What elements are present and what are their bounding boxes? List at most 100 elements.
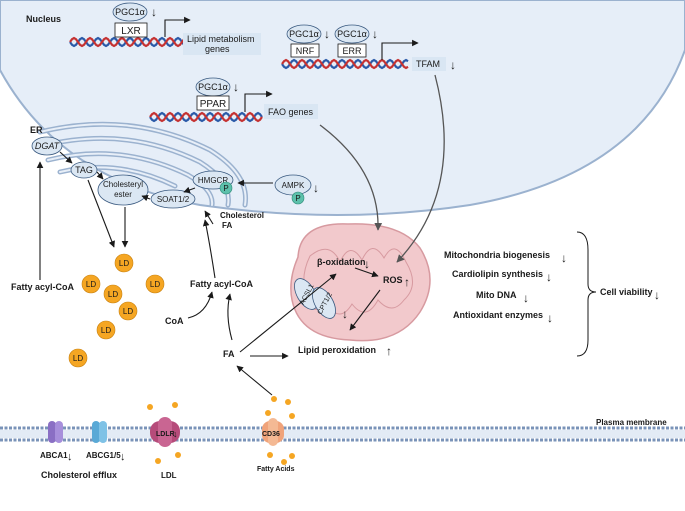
fatty-acyl-coa-left-label: Fatty acyl-CoA bbox=[11, 282, 75, 292]
ld-5-label: LD bbox=[123, 307, 133, 316]
pgc1a-nrf-down-arrow: ↓ bbox=[324, 27, 330, 41]
lipid-droplets: LD LD LD LD LD LD LD bbox=[68, 253, 165, 368]
fa-to-mito-arrow bbox=[239, 273, 337, 353]
cholesteryl-label-1: Cholesteryl bbox=[103, 180, 143, 189]
beta-oxidation-label: β-oxidation bbox=[317, 257, 366, 267]
beta-ox-to-ros-arrow bbox=[354, 267, 379, 278]
lipid-peroxidation-label: Lipid peroxidation bbox=[298, 345, 376, 355]
ros-label: ROS bbox=[383, 275, 403, 285]
ampk-label: AMPK bbox=[282, 181, 305, 190]
ld-7 bbox=[68, 348, 88, 368]
dna-tfam-strand-b bbox=[281, 58, 409, 70]
nrf-box bbox=[290, 43, 320, 58]
lxr-box bbox=[114, 22, 148, 38]
pgc1a-nrf-label: PGC1α bbox=[289, 29, 319, 39]
pgc1a-err-label: PGC1α bbox=[337, 29, 367, 39]
hmgcr-to-soat-arrow bbox=[183, 186, 196, 194]
coa-label: CoA bbox=[165, 316, 184, 326]
ld-6-label: LD bbox=[101, 326, 111, 335]
ld-5 bbox=[118, 301, 138, 321]
pgc1a-err-oval bbox=[334, 24, 370, 44]
tfam-box bbox=[412, 57, 446, 71]
ld-4 bbox=[103, 284, 123, 304]
dgat-oval bbox=[31, 136, 63, 156]
outcome-1-arrow: ↓ bbox=[561, 251, 567, 265]
nrf-label: NRF bbox=[296, 46, 315, 56]
ppar-box bbox=[196, 95, 230, 111]
err-label: ERR bbox=[342, 46, 362, 56]
ppar-transcription-arrow bbox=[244, 90, 273, 112]
ld-7-label: LD bbox=[73, 354, 83, 363]
outcome-2-arrow: ↓ bbox=[546, 270, 552, 284]
ldlr-down-arrow: ↓ bbox=[173, 429, 178, 439]
ldlr-label: LDLR bbox=[156, 431, 175, 438]
ros-to-lipid-perox-arrow bbox=[349, 289, 381, 331]
pgc1a-lxr-label: PGC1α bbox=[115, 7, 145, 17]
pgc1a-lxr-oval bbox=[112, 2, 148, 22]
fatty-acid-particles bbox=[265, 396, 295, 465]
outcome-1: Mitochondria biogenesis bbox=[444, 250, 550, 260]
dna-fao-strand-b bbox=[149, 111, 263, 123]
coa-to-acyl-arrow bbox=[187, 291, 214, 319]
ros-up-arrow: ↑ bbox=[404, 275, 410, 289]
outcome-3: Mito DNA bbox=[476, 290, 517, 300]
hmgcr-phospho-label: P bbox=[223, 184, 228, 193]
lipid-metabolism-label-2: genes bbox=[205, 44, 230, 54]
cd36-label: CD36 bbox=[262, 431, 280, 438]
lxr-label: LXR bbox=[121, 26, 140, 37]
er-label: ER bbox=[30, 125, 43, 135]
cholesterol-fa-label: FA bbox=[222, 221, 232, 230]
soat-label: SOAT1/2 bbox=[157, 195, 190, 204]
pgc1a-lxr-down-arrow: ↓ bbox=[151, 5, 157, 19]
tag-label: TAG bbox=[75, 165, 93, 175]
plasma-membrane bbox=[0, 426, 685, 442]
pgc1a-ppar-down-arrow: ↓ bbox=[233, 80, 239, 94]
ldl-label: LDL bbox=[161, 471, 177, 480]
fatty-acids-label: Fatty Acids bbox=[257, 466, 295, 473]
lipid-metabolism-label-1: Lipid metabolism bbox=[187, 34, 255, 44]
tag-oval bbox=[70, 161, 98, 179]
pgc1a-nrf-oval bbox=[286, 24, 322, 44]
tfam-transcription-arrow bbox=[381, 39, 419, 60]
nucleus-label: Nucleus bbox=[26, 14, 61, 24]
cholesterol-to-soat-arrow bbox=[204, 210, 214, 225]
tfam-down-arrow: ↓ bbox=[450, 58, 456, 72]
fatty-acyl-coa-center-label: Fatty acyl-CoA bbox=[190, 279, 254, 289]
cell-viability-arrow: ↓ bbox=[654, 288, 660, 302]
pgc1a-err-down-arrow: ↓ bbox=[372, 27, 378, 41]
hmgcr-phospho-badge bbox=[219, 181, 233, 195]
tag-to-ld-arrow bbox=[87, 179, 115, 248]
fa-to-acyl-arrow bbox=[225, 293, 233, 341]
ld-2 bbox=[81, 274, 101, 294]
dgat-label: DGAT bbox=[35, 141, 61, 151]
abca1-transporter bbox=[48, 421, 63, 443]
ampk-phospho-badge bbox=[291, 191, 305, 205]
cpt1-oval bbox=[312, 287, 336, 319]
pgc1a-ppar-label: PGC1α bbox=[198, 82, 228, 92]
ld-3 bbox=[145, 274, 165, 294]
abcg-down-arrow: ↓ bbox=[120, 451, 126, 463]
membrane-core bbox=[0, 430, 685, 438]
ldlr-receptor bbox=[150, 417, 180, 447]
soat-to-ester-arrow bbox=[141, 194, 151, 202]
cholesterol-efflux-label: Cholesterol efflux bbox=[41, 470, 117, 480]
lipid-peroxidation-up-arrow: ↑ bbox=[386, 344, 392, 358]
soat-oval bbox=[150, 189, 196, 209]
cd36-receptor bbox=[262, 418, 284, 446]
ld-3-label: LD bbox=[150, 280, 160, 289]
ld-6 bbox=[96, 320, 116, 340]
outcome-4-arrow: ↓ bbox=[547, 311, 553, 325]
outcome-3-arrow: ↓ bbox=[523, 291, 529, 305]
fatty-acyl-coa-to-er-arrow bbox=[202, 219, 216, 279]
cell-viability-label: Cell viability bbox=[600, 287, 653, 297]
ld-1-label: LD bbox=[119, 259, 129, 268]
fao-genes-box bbox=[264, 104, 318, 119]
abcg-label: ABCG1/5 bbox=[86, 451, 121, 460]
abca1-down-arrow: ↓ bbox=[67, 451, 73, 463]
ampk-down-arrow: ↓ bbox=[313, 181, 319, 195]
ampk-phospho-label: P bbox=[295, 194, 300, 203]
lxr-transcription-arrow bbox=[164, 16, 191, 37]
fao-genes-label: FAO genes bbox=[268, 107, 314, 117]
